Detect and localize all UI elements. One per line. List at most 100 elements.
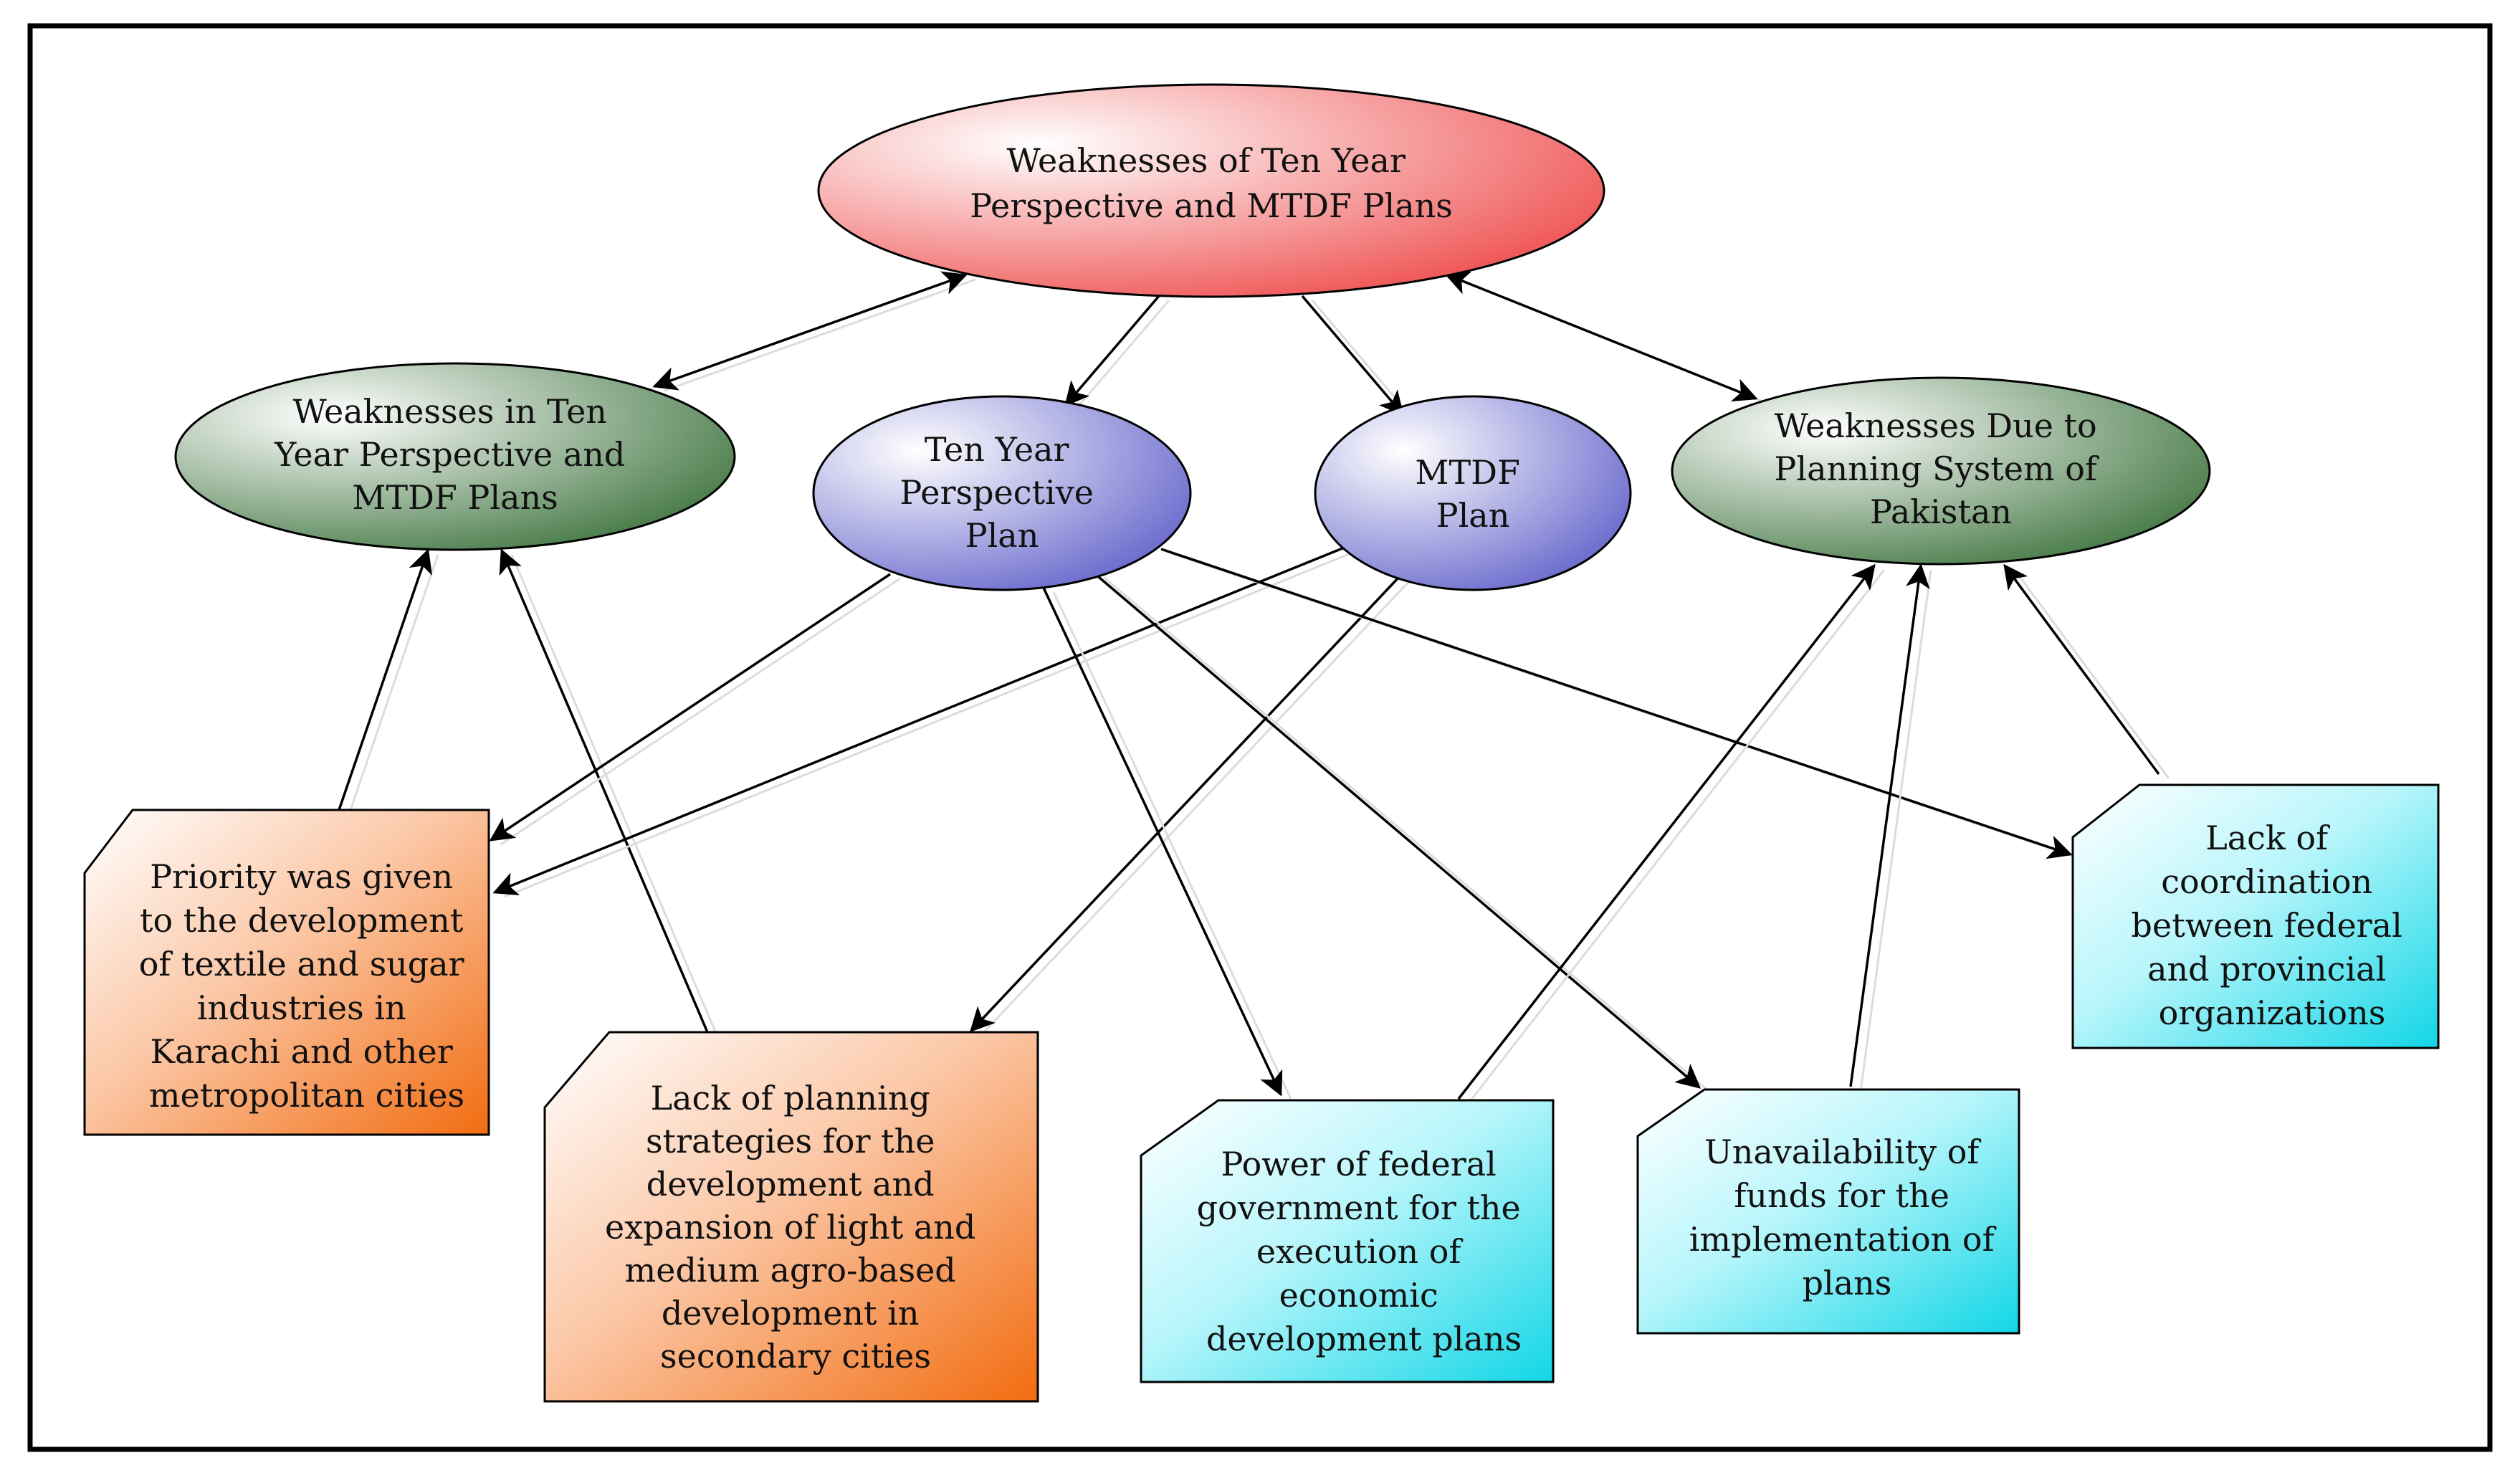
- node-lack-coordination: Lack of coordination between federal and…: [2071, 783, 2440, 1049]
- lack-coordination-label: Lack of coordination between federal and…: [2132, 819, 2413, 1032]
- lack-planning-box: [543, 1031, 1039, 1403]
- node-priority: Priority was given to the development of…: [83, 809, 490, 1136]
- mtdf-line-1: MTDF: [1415, 453, 1520, 492]
- edge-shadow-root-mtdf: [1311, 300, 1414, 419]
- power-federal-box: [1140, 1099, 1555, 1383]
- priority-line-4: industries in: [197, 988, 406, 1027]
- lack-planning-line-1: Lack of planning: [651, 1079, 930, 1117]
- edge-power_federal-to-weak_planning: [1457, 563, 1876, 1100]
- edge-shadow-ten_year-unavailability: [1104, 576, 1710, 1093]
- lack-coordination-line-4: and provincial: [2147, 950, 2386, 988]
- diagram-frame: [27, 23, 2493, 1452]
- edge-mtdf-to-priority: [492, 547, 1343, 896]
- edge-ten_year-to-priority: [489, 573, 891, 842]
- lack-planning-line-4: expansion of light and: [605, 1208, 975, 1246]
- node-weak-ten-mtdf: Weaknesses in Ten Year Perspective and M…: [174, 362, 736, 551]
- ten-year-line-3: Plan: [965, 516, 1039, 555]
- lack-planning-line-2: strategies for the: [646, 1122, 935, 1160]
- node-lack-planning: Lack of planning strategies for the deve…: [543, 1031, 1039, 1403]
- edge-priority-to-weak_ten_mtdf: [338, 548, 432, 811]
- weak-planning-line-1: Weaknesses Due to: [1775, 406, 2097, 445]
- lack-coordination-box: [2071, 783, 2440, 1049]
- mtdf-ellipse: [1314, 395, 1632, 591]
- lack-coordination-line-2: coordination: [2161, 862, 2372, 901]
- weak-ten-mtdf-line-1: Weaknesses in Ten: [292, 392, 606, 431]
- priority-line-5: Karachi and other: [151, 1032, 453, 1071]
- edge-root-to-weak_ten_mtdf: [652, 271, 968, 391]
- edge-shadow-root-weak_ten_mtdf: [664, 278, 976, 392]
- ten-year-line-2: Perspective: [899, 473, 1094, 512]
- node-power-federal: Power of federal government for the exec…: [1140, 1099, 1555, 1383]
- weak-ten-mtdf-line-2: Year Perspective and: [274, 435, 625, 474]
- lack-coordination-line-3: between federal: [2132, 906, 2402, 945]
- mtdf-line-2: Plan: [1436, 496, 1510, 535]
- ten-year-ellipse: [812, 395, 1192, 591]
- weak-planning-label: Weaknesses Due to Planning System of Pak…: [1774, 406, 2107, 531]
- priority-line-6: metropolitan cities: [149, 1076, 464, 1115]
- lack-planning-line-6: development in: [662, 1294, 920, 1333]
- edge-shadow-lack_planning-weak_ten_mtdf: [510, 554, 719, 1037]
- edge-shadow-root-ten_year: [1074, 300, 1170, 410]
- edge-lack_coordination-to-weak_planning: [2003, 563, 2160, 776]
- edge-shadow-mtdf-lack_planning: [980, 580, 1411, 1036]
- priority-line-2: to the development: [140, 901, 464, 940]
- power-federal-label: Power of federal government for the exec…: [1197, 1145, 1532, 1358]
- power-federal-line-4: economic: [1279, 1276, 1438, 1315]
- power-federal-line-1: Power of federal: [1221, 1145, 1497, 1183]
- edge-mtdf-to-lack_planning: [970, 576, 1400, 1033]
- edge-shadow-ten_year-priority: [500, 577, 901, 846]
- root-line-2: Perspective and MTDF Plans: [970, 186, 1453, 225]
- weak-ten-mtdf-label: Weaknesses in Ten Year Perspective and M…: [274, 392, 636, 517]
- ten-year-label: Ten Year Perspective Plan: [899, 430, 1104, 555]
- edge-root-to-ten_year: [1064, 295, 1160, 407]
- edge-shadow-power_federal-weak_planning: [1467, 569, 1886, 1104]
- priority-label: Priority was given to the development of…: [139, 857, 475, 1115]
- edges-layer: [338, 271, 2170, 1104]
- node-mtdf-plan: MTDF Plan: [1314, 395, 1632, 591]
- node-ten-year-plan: Ten Year Perspective Plan: [812, 395, 1192, 591]
- priority-line-3: of textile and sugar: [139, 945, 464, 983]
- priority-box: [83, 809, 490, 1136]
- unavailability-label: Unavailability of funds for the implemen…: [1689, 1133, 2005, 1302]
- weak-ten-mtdf-ellipse: [174, 362, 736, 551]
- unavailability-line-4: plans: [1803, 1264, 1892, 1302]
- lack-planning-line-7: secondary cities: [660, 1337, 931, 1376]
- edge-shadow-priority-weak_ten_mtdf: [348, 554, 439, 815]
- edge-root-to-weak_planning: [1444, 271, 1758, 402]
- lack-planning-line-3: development and: [646, 1165, 935, 1203]
- edge-unavailability-to-weak_planning: [1849, 563, 1930, 1087]
- root-line-1: Weaknesses of Ten Year: [1006, 141, 1405, 180]
- weak-planning-ellipse: [1671, 376, 2211, 566]
- unavailability-line-1: Unavailability of: [1704, 1133, 1981, 1171]
- edge-shadow-lack_coordination-weak_planning: [2013, 569, 2170, 779]
- power-federal-line-2: government for the: [1197, 1188, 1521, 1227]
- edge-shadow-unavailability-weak_planning: [1859, 569, 1932, 1092]
- lack-coordination-line-5: organizations: [2159, 993, 2386, 1032]
- ten-year-line-1: Ten Year: [925, 430, 1069, 469]
- mtdf-label: MTDF Plan: [1415, 453, 1530, 535]
- weak-ten-mtdf-line-3: MTDF Plans: [352, 478, 558, 517]
- unavailability-box: [1636, 1088, 2020, 1335]
- unavailability-line-3: implementation of: [1689, 1220, 1997, 1259]
- edge-shadow-ten_year-power_federal: [1052, 591, 1292, 1100]
- root-label: Weaknesses of Ten Year Perspective and M…: [970, 141, 1453, 225]
- node-weak-planning: Weaknesses Due to Planning System of Pak…: [1671, 376, 2211, 566]
- edge-lack_planning-to-weak_ten_mtdf: [499, 548, 709, 1033]
- lack-planning-label: Lack of planning strategies for the deve…: [605, 1079, 986, 1376]
- priority-line-1: Priority was given: [150, 857, 453, 896]
- lack-coordination-line-1: Lack of: [2205, 819, 2330, 857]
- weak-planning-line-3: Pakistan: [1870, 492, 2012, 531]
- edge-root-to-mtdf: [1301, 295, 1404, 416]
- node-root: Weaknesses of Ten Year Perspective and M…: [817, 83, 1605, 298]
- lack-planning-line-5: medium agro-based: [625, 1251, 956, 1290]
- edge-ten_year-to-unavailability: [1093, 572, 1702, 1089]
- edge-shadow-mtdf-priority: [504, 551, 1353, 898]
- power-federal-line-3: execution of: [1256, 1232, 1464, 1271]
- weak-planning-line-2: Planning System of: [1774, 449, 2099, 488]
- node-unavailability: Unavailability of funds for the implemen…: [1636, 1088, 2020, 1335]
- edge-ten_year-to-lack_coordination: [1160, 548, 2073, 859]
- power-federal-line-5: development plans: [1206, 1320, 1522, 1358]
- edge-ten_year-to-power_federal: [1042, 587, 1283, 1097]
- unavailability-line-2: funds for the: [1734, 1176, 1949, 1215]
